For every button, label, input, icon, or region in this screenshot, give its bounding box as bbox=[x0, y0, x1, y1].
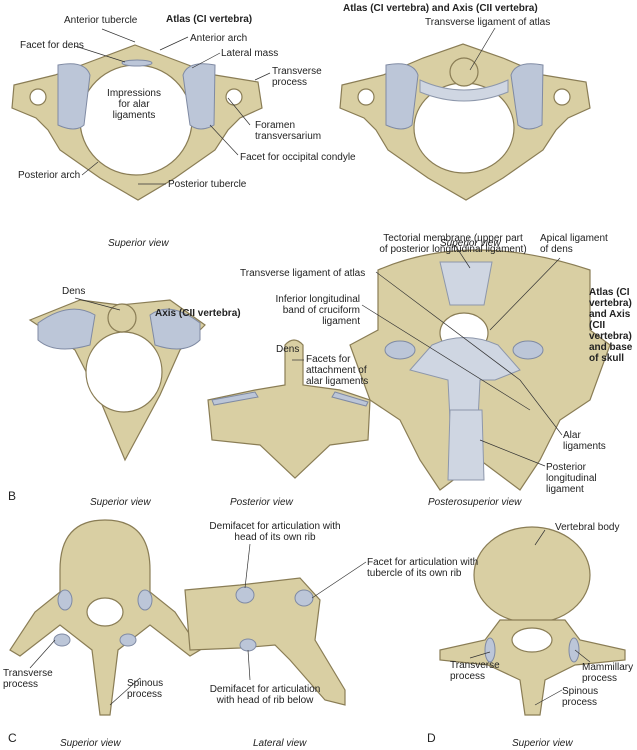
label-dens: Dens bbox=[62, 286, 86, 297]
label-posterior-arch: Posterior arch bbox=[18, 170, 81, 181]
panel-letter-b: B bbox=[8, 489, 17, 503]
view-caption: Superior view bbox=[512, 738, 573, 749]
leader-lines bbox=[29, 27, 591, 706]
label-mammillary: Mammillary process bbox=[582, 662, 634, 684]
label-dens-posterior: Dens bbox=[276, 344, 300, 355]
label-transverse-process: Transverse process bbox=[272, 66, 322, 88]
atlas-title: Atlas (CI vertebra) bbox=[166, 14, 253, 25]
posterosuperior-illustration bbox=[349, 249, 611, 491]
view-caption: Lateral view bbox=[253, 738, 307, 749]
label-vertebral-body: Vertebral body bbox=[555, 522, 620, 533]
atlas-superior-illustration bbox=[11, 44, 263, 201]
label-tectorial: Tectorial membrane (upper part of poster… bbox=[379, 233, 527, 255]
atlas-axis-title: Atlas (CI vertebra) and Axis (CII verteb… bbox=[343, 3, 538, 14]
label-transverse-ligament: Transverse ligament of atlas bbox=[425, 17, 551, 28]
view-caption: Superior view bbox=[440, 238, 501, 249]
axis-superior-illustration bbox=[28, 299, 206, 462]
lumbar-superior-illustration bbox=[439, 526, 626, 716]
view-caption: Superior view bbox=[90, 497, 151, 508]
atlas-axis-superior-illustration bbox=[339, 43, 591, 201]
view-caption: Superior view bbox=[60, 738, 121, 749]
axis-title: Axis (CII vertebra) bbox=[155, 308, 241, 319]
view-caption: Posterosuperior view bbox=[428, 497, 522, 508]
label-transverse-process-c: Transverse process bbox=[3, 668, 53, 690]
label-anterior-tubercle: Anterior tubercle bbox=[64, 15, 138, 26]
label-facet-for-dens: Facet for dens bbox=[20, 40, 84, 51]
view-caption: Posterior view bbox=[230, 497, 293, 508]
label-facets-alar: Facets for attachment of alar ligaments bbox=[306, 354, 369, 387]
label-facet-tubercle: Facet for articulation with tubercle of … bbox=[367, 557, 479, 579]
label-alar: Alar ligaments bbox=[563, 430, 606, 452]
label-posterior-longitudinal: Posterior longitudinal ligament bbox=[546, 462, 597, 495]
panel-letter-c: C bbox=[8, 731, 17, 745]
label-transverse-process-d: Transverse process bbox=[450, 660, 500, 682]
label-impressions: Impressions for alar ligaments bbox=[107, 88, 161, 121]
label-demifacet-below: Demifacet for articulation with head of … bbox=[209, 684, 321, 706]
axis-posterior-illustration bbox=[207, 339, 371, 479]
label-lateral-mass: Lateral mass bbox=[221, 48, 279, 59]
label-transverse-ligament-b: Transverse ligament of atlas bbox=[240, 268, 366, 279]
combo-title: Atlas (CI vertebra) and Axis (CII verteb… bbox=[589, 287, 633, 364]
label-demifacet-own: Demifacet for articulation with head of … bbox=[209, 521, 341, 543]
thoracic-superior-illustration bbox=[9, 519, 201, 716]
label-occipital-facet: Facet for occipital condyle bbox=[240, 152, 356, 163]
panel-letter-d: D bbox=[427, 731, 436, 745]
view-caption: Superior view bbox=[108, 238, 169, 249]
label-spinous-process-c: Spinous process bbox=[127, 678, 164, 700]
label-spinous-process-d: Spinous process bbox=[562, 686, 599, 708]
label-apical: Apical ligament of dens bbox=[540, 233, 608, 255]
label-posterior-tubercle: Posterior tubercle bbox=[168, 179, 247, 190]
thoracic-lateral-illustration bbox=[184, 577, 346, 706]
label-inferior-band: Inferior longitudinal band of cruciform … bbox=[275, 294, 361, 327]
label-anterior-arch: Anterior arch bbox=[190, 33, 248, 44]
label-foramen: Foramen transversarium bbox=[255, 120, 322, 142]
